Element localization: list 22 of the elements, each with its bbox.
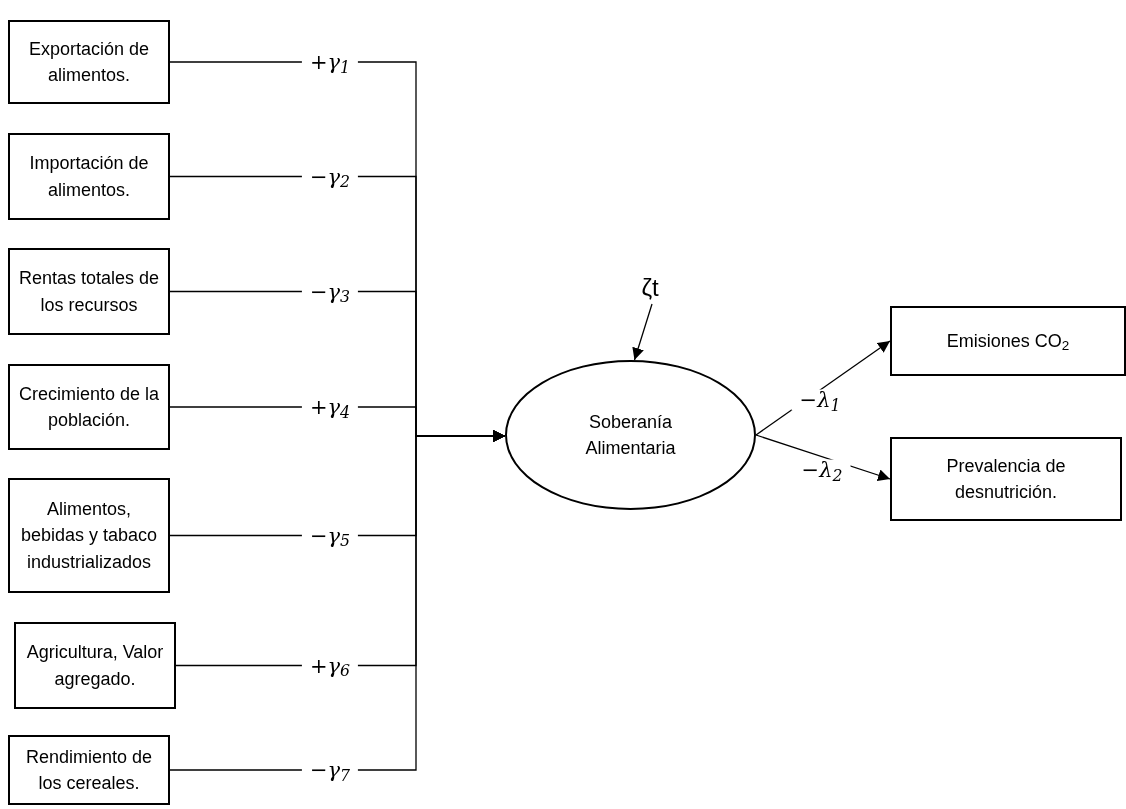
variable-box (8, 248, 170, 335)
variable-box (8, 735, 170, 805)
node-text: ζt (641, 273, 659, 303)
node-text: Alimentos, bebidas y tabaco industrializados (19, 498, 159, 574)
variable-box (8, 133, 170, 220)
node-text: Agricultura, Valor agregado. (25, 641, 165, 691)
node-text: Emisiones CO$_{2}$ (946, 329, 1070, 355)
arrow (169, 430, 506, 771)
variable-box (8, 364, 170, 450)
node-text: Rendimiento de los cereales. (24, 745, 154, 795)
node-text: Prevalencia de desnutrición. (945, 454, 1067, 504)
node-text: Exportación de alimentos. (27, 37, 151, 87)
variable-box (890, 437, 1122, 521)
variable-box (8, 20, 170, 104)
node-text: Soberanía Alimentaria (584, 410, 677, 460)
variable-box (890, 306, 1126, 376)
node-text: Crecimiento de la población. (18, 382, 160, 432)
variable-box (14, 622, 176, 709)
arrow (632, 303, 653, 361)
node-text: Rentas totales de los recursos (18, 267, 160, 317)
node-text: Importación de alimentos. (28, 152, 150, 202)
variable-box (8, 478, 170, 593)
